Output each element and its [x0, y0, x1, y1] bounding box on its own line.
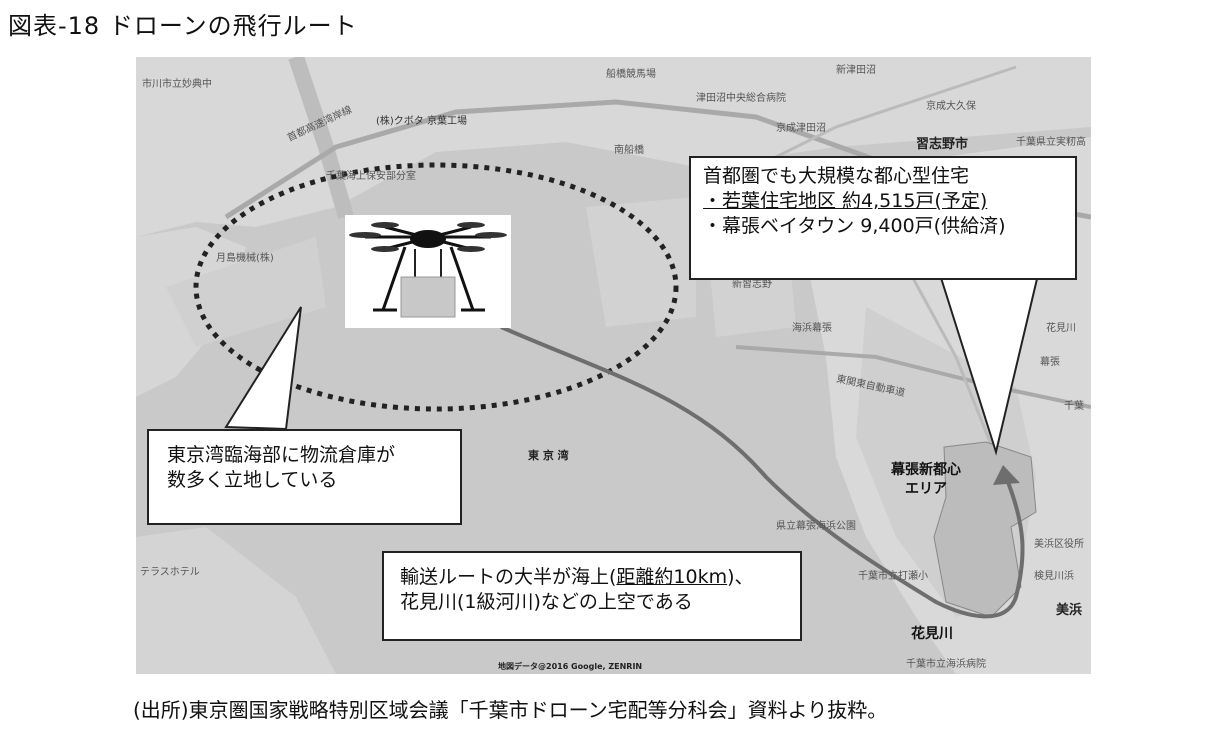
map-label: 津田沼中央総合病院 — [696, 93, 786, 104]
map-label: 千葉市立海浜病院 — [906, 659, 986, 670]
map-label: 千葉県立実籾高 — [1016, 137, 1086, 148]
highway-higashi-kanto — [735, 345, 1091, 409]
map-label: テラスホテル — [140, 567, 200, 578]
map-credit: 地図データ@2016 Google, ZENRIN — [498, 662, 643, 671]
map-label: 千葉 — [1064, 401, 1084, 412]
road-2 — [894, 246, 998, 458]
map-label: 南船橋 — [614, 145, 644, 156]
map-label: 習志野市 — [916, 137, 969, 152]
drone-icon — [349, 222, 507, 318]
figure-title: 図表-18 ドローンの飛行ルート — [8, 12, 358, 40]
land-reclaimed-3 — [166, 237, 326, 347]
callout-warehouse: 東京湾臨海部に物流倉庫が 数多く立地している — [147, 429, 462, 525]
map-label: 船橋競馬場 — [606, 69, 656, 80]
callout-tail-warehouse — [224, 306, 302, 431]
callout-warehouse-line2: 数多く立地している — [167, 469, 338, 491]
map-label: 千葉市立打瀬小 — [858, 571, 928, 582]
land-reclaimed-1 — [586, 197, 696, 327]
map-label: 新津田沼 — [836, 65, 876, 76]
flight-route — [500, 325, 1025, 619]
map-label: 京成大久保 — [926, 101, 976, 112]
map-label: 県立幕張海浜公園 — [776, 521, 856, 532]
map-label: (株)クボタ 京葉工場 — [376, 116, 467, 127]
callout-residential-title: 首都圏でも大規模な都心型住宅 — [703, 165, 970, 187]
map-label: 検見川浜 — [1034, 571, 1074, 582]
map-label: 花見川 — [1046, 323, 1076, 334]
route-arrow-head — [993, 465, 1020, 485]
map-view[interactable]: 市川市立妙典中 船橋競馬場 津田沼中央総合病院 新津田沼 京成大久保 千葉県立実… — [136, 57, 1091, 674]
warehouse-zone-ellipse — [193, 162, 679, 412]
land-sw — [136, 527, 336, 674]
map-label: 千葉海上保安部分室 — [326, 171, 416, 182]
map-label: 京成津田沼 — [776, 123, 826, 134]
canal — [288, 57, 354, 220]
source-note: (出所)東京圏国家戦略特別区域会議「千葉市ドローン宅配等分科会」資料より抜粋。 — [133, 698, 888, 722]
callout-residential-item1: ・若葉住宅地区 約4,515戸(予定) — [703, 190, 988, 212]
hanamigawa-label: 花見川 — [911, 626, 953, 642]
map-label: 新習志野 — [732, 279, 772, 290]
callout-route-line2: 花見川(1級河川)などの上空である — [400, 591, 693, 613]
callout-route: 輸送ルートの大半が海上(距離約10km)、 花見川(1級河川)などの上空である — [382, 551, 802, 641]
map-label: 市川市立妙典中 — [142, 79, 212, 90]
land-north — [136, 57, 1091, 237]
callout-route-line1: 輸送ルートの大半が海上(距離約10km)、 — [400, 566, 754, 588]
map-label: 海浜幕張 — [792, 323, 832, 334]
callout-residential-item2: ・幕張ベイタウン 9,400戸(供給済) — [703, 215, 1006, 237]
road-1 — [775, 65, 1017, 159]
map-label: 幕張 — [1040, 357, 1060, 368]
map-label: 美浜区役所 — [1034, 539, 1084, 550]
bay-label: 東 京 湾 — [528, 449, 569, 462]
makuhari-area-label: 幕張新都心 エリア — [891, 462, 961, 497]
callout-residential: 首都圏でも大規模な都心型住宅 ・若葉住宅地区 約4,515戸(予定) ・幕張ベイ… — [689, 156, 1077, 280]
callout-warehouse-line1: 東京湾臨海部に物流倉庫が — [167, 444, 396, 466]
map-label: 月島機械(株) — [216, 253, 274, 264]
drone-image — [345, 215, 511, 328]
map-label: 美浜 — [1056, 603, 1083, 618]
